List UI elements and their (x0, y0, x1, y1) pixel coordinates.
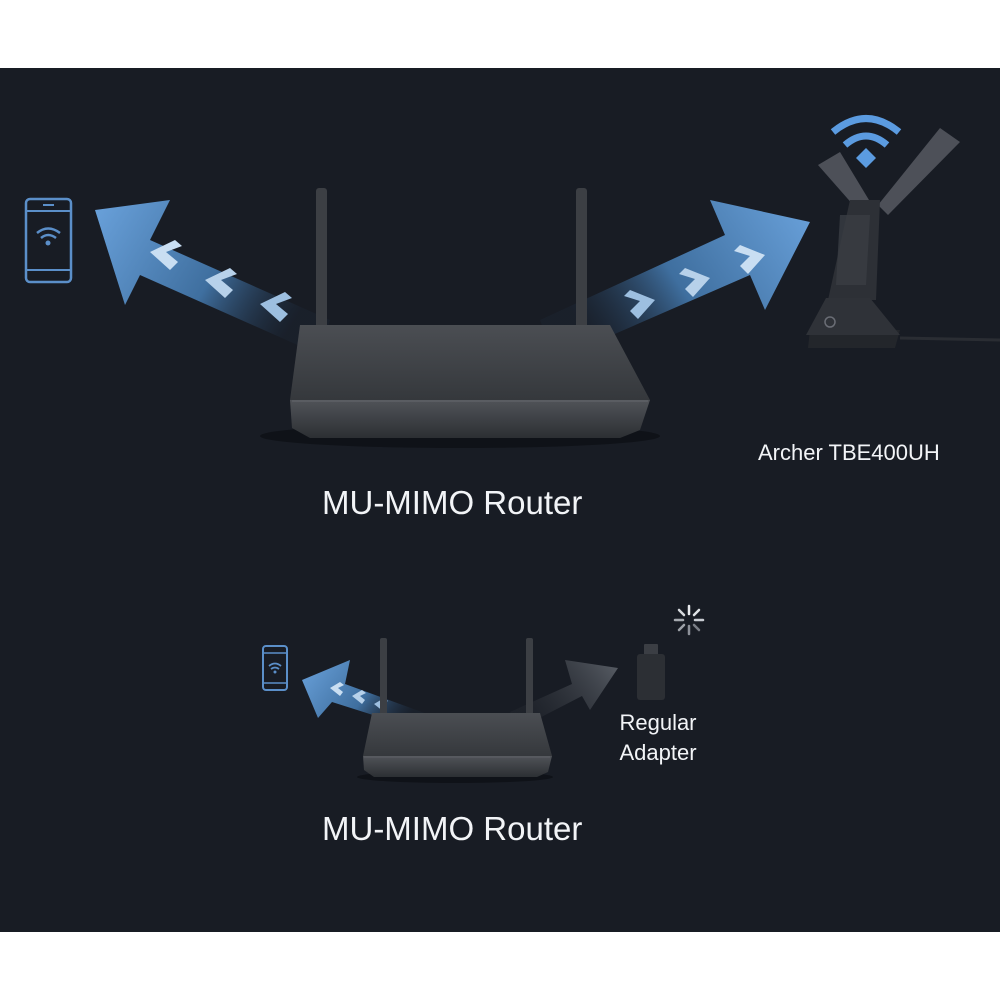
wifi-signal-icon (830, 115, 902, 168)
router-icon-small (357, 638, 553, 783)
loading-spinner-icon (673, 604, 705, 636)
usb-adapter-icon (806, 128, 1000, 348)
router-icon (260, 188, 660, 448)
regular-adapter-label: Regular Adapter (606, 708, 710, 768)
smartphone-wifi-icon (24, 197, 73, 284)
router-label-top: MU-MIMO Router (322, 484, 583, 521)
adapter-model-label: Archer TBE400UH (758, 440, 940, 465)
regular-adapter-label-line2: Adapter (619, 740, 697, 765)
download-arrow-right (540, 200, 810, 360)
smartphone-wifi-icon-small (262, 645, 288, 691)
download-arrow-left (95, 200, 330, 355)
regular-adapter-label-line1: Regular (619, 710, 697, 735)
upload-arrow-gray (510, 660, 618, 728)
diagram-panel (0, 68, 1000, 932)
router-label-bottom: MU-MIMO Router (322, 810, 583, 847)
usb-dongle-icon (637, 644, 665, 700)
